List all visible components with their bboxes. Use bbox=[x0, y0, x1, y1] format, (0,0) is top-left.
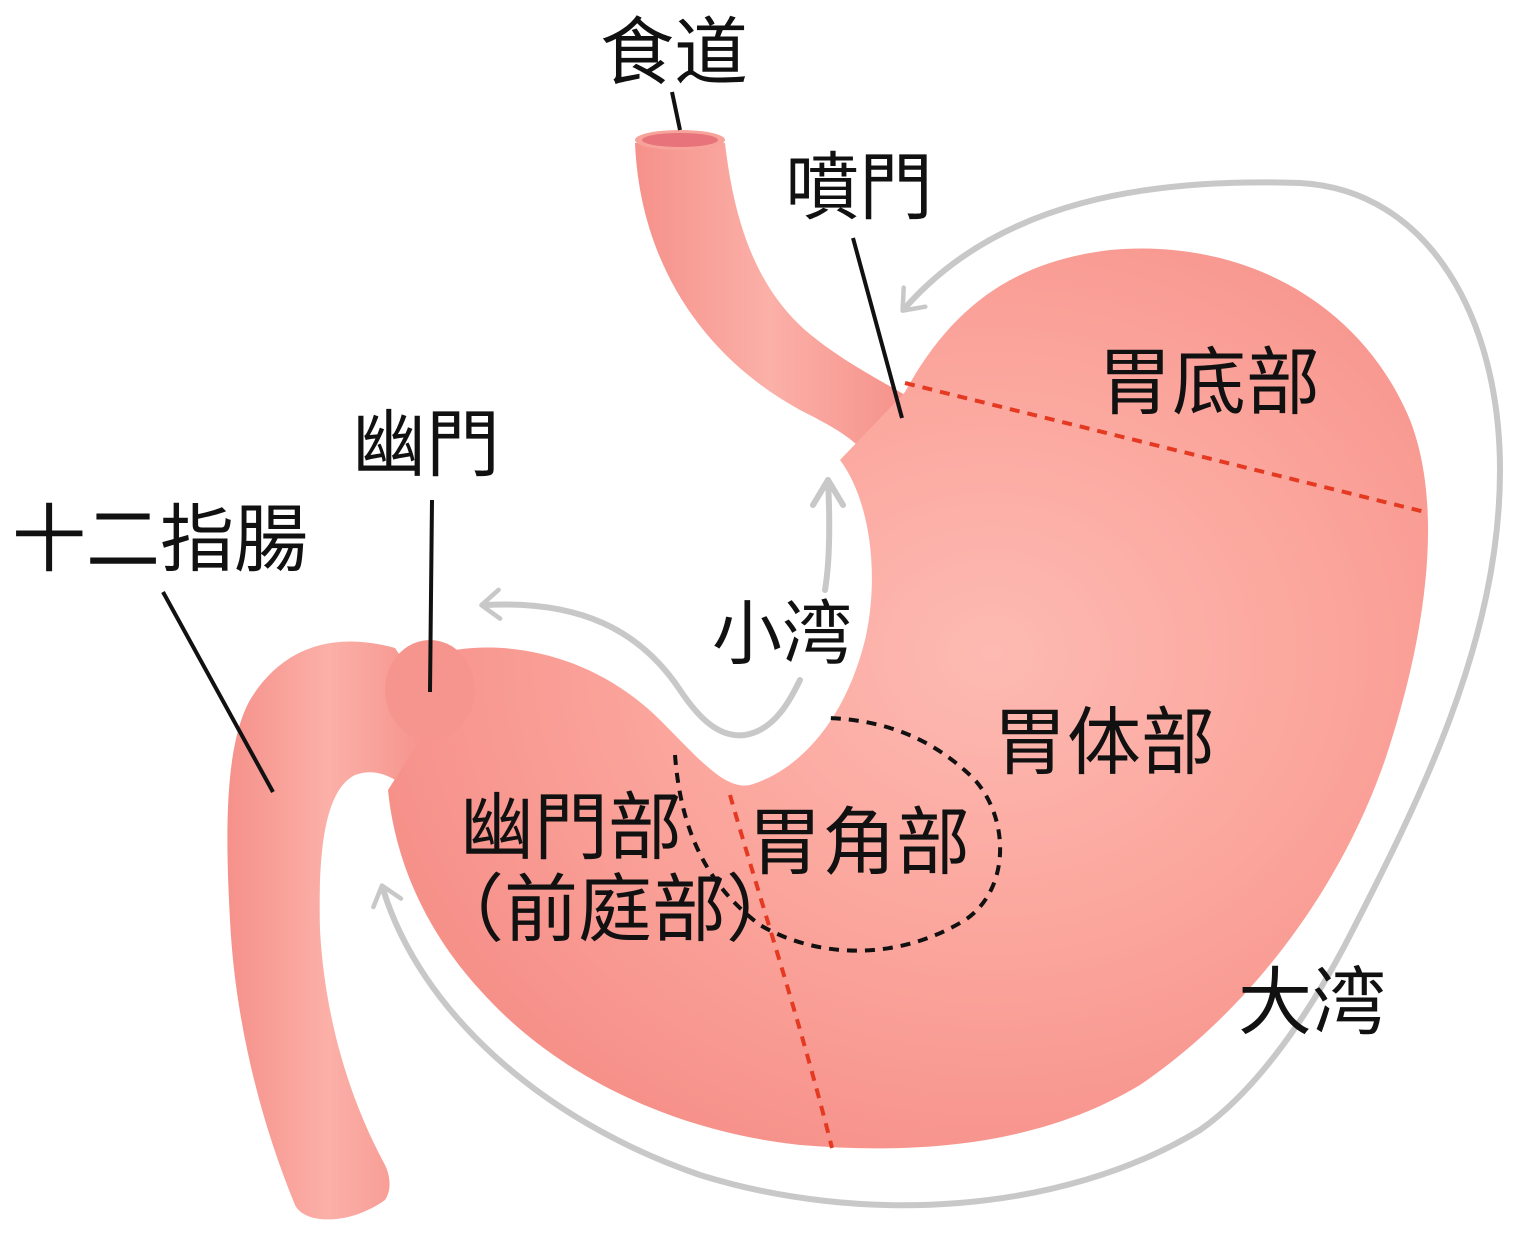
label-cardia: 噴門 bbox=[785, 145, 933, 231]
label-lesser-curvature: 小湾 bbox=[712, 593, 852, 675]
label-antrum: （前庭部） bbox=[430, 867, 800, 953]
duodenum-shape bbox=[227, 641, 430, 1220]
label-esophagus: 食道 bbox=[600, 10, 748, 96]
duodenum-leader bbox=[161, 591, 275, 793]
greater-curvature-arrow bbox=[371, 179, 1504, 1209]
stomach-body bbox=[388, 248, 1429, 1149]
angulus-region-outline bbox=[673, 716, 1002, 953]
lesser-curvature-arrow bbox=[485, 477, 833, 739]
label-fundus: 胃底部 bbox=[1098, 340, 1320, 426]
label-body: 胃体部 bbox=[993, 700, 1215, 786]
label-greater-curvature: 大湾 bbox=[1238, 960, 1386, 1046]
label-pylorus: 幽門 bbox=[352, 402, 500, 488]
label-angulus: 胃角部 bbox=[748, 800, 970, 886]
esophagus-opening bbox=[642, 133, 718, 147]
esophagus-shape bbox=[635, 143, 905, 470]
lesser-curvature-arrow-head-top bbox=[810, 477, 846, 508]
pylorus-leader bbox=[428, 499, 434, 693]
label-pyloric-part: 幽門部 bbox=[460, 785, 682, 871]
cardia-leader bbox=[851, 237, 904, 419]
esophagus-leader bbox=[670, 91, 682, 131]
antrum-body-divider bbox=[728, 794, 834, 1149]
label-duodenum: 十二指腸 bbox=[12, 497, 308, 583]
